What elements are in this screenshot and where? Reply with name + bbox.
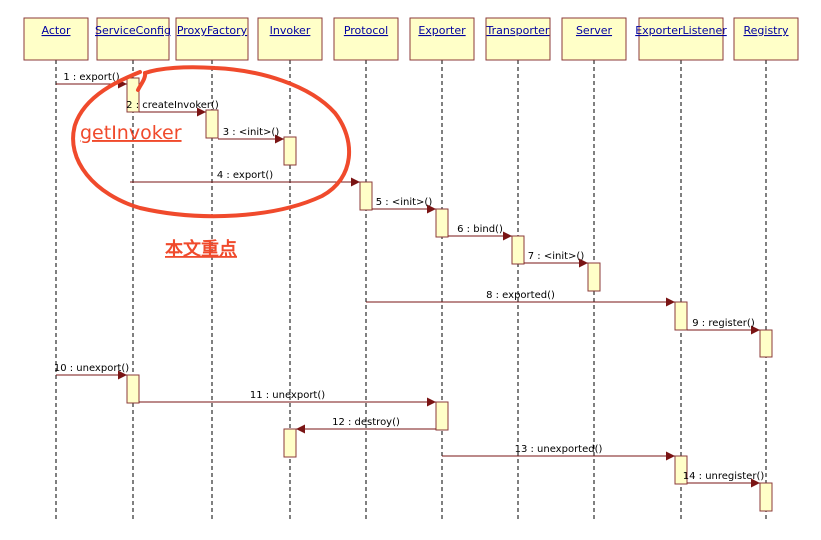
message-label: 7 : <init>() [528, 251, 585, 262]
message-13: 13 : unexported() [442, 444, 675, 461]
message-9: 9 : register() [687, 318, 760, 335]
lifeline-box [561, 17, 627, 61]
message-label: 10 : unexport() [54, 363, 129, 374]
message-10: 10 : unexport() [54, 363, 129, 380]
lifeline-box [733, 17, 799, 61]
message-label: 3 : <init>() [223, 127, 280, 138]
lifeline-box [638, 17, 724, 61]
message-label: 4 : export() [217, 170, 273, 181]
lifeline-box [175, 17, 249, 61]
lifeline-box [333, 17, 399, 61]
lifeline-actor: Actor [23, 17, 89, 520]
message-3: 3 : <init>() [218, 127, 284, 144]
message-label: 13 : unexported() [515, 444, 603, 455]
lifeline-box [96, 17, 170, 61]
activation-bar [674, 455, 688, 485]
lifeline-label: Actor [42, 24, 71, 37]
activation-bar [674, 301, 688, 331]
activation-bars [126, 77, 773, 512]
message-label: 14 : unregister() [683, 471, 765, 482]
annotations: getInvoker 本文重点 [71, 65, 352, 260]
lifeline-proxyfactory: ProxyFactory [175, 17, 249, 520]
hand-drawn-circle [71, 65, 352, 219]
hand-drawn-tail [136, 71, 148, 92]
annotation-focus-note: 本文重点 [165, 238, 237, 260]
activation-bar [435, 208, 449, 238]
message-label: 8 : exported() [486, 290, 555, 301]
lifeline-invoker: Invoker [257, 17, 323, 520]
lifeline-label: Exporter [418, 24, 466, 37]
lifeline-label: Protocol [344, 24, 388, 37]
message-7: 7 : <init>() [524, 251, 588, 268]
message-11: 11 : unexport() [139, 390, 436, 407]
message-label: 9 : register() [692, 318, 755, 329]
lifeline-label: Server [576, 24, 613, 37]
message-label: 5 : <init>() [376, 197, 433, 208]
activation-bar [126, 374, 140, 404]
activation-bar [283, 428, 297, 458]
message-label: 6 : bind() [457, 224, 503, 235]
message-2: 2 : createInvoker() [126, 100, 219, 117]
message-8: 8 : exported() [366, 290, 675, 307]
message-label: 1 : export() [63, 72, 119, 83]
message-6: 6 : bind() [448, 224, 512, 241]
activation-bar [126, 77, 140, 113]
lifelines: Actor ServiceConfig ProxyFactory Invoker Pro… [23, 17, 799, 520]
lifeline-box [257, 17, 323, 61]
activation-bar [759, 329, 773, 358]
messages: 1 : export() 2 : createInvoker() 3 : <init… [54, 72, 765, 488]
lifeline-server: Server [561, 17, 627, 520]
lifeline-serviceconfig: ServiceConfig [95, 17, 171, 520]
activation-bar [283, 136, 297, 166]
lifeline-protocol: Protocol [333, 17, 399, 520]
lifeline-exporter: Exporter [409, 17, 475, 520]
lifeline-label: Transporter [486, 24, 550, 37]
message-label: 12 : destroy() [332, 417, 400, 428]
lifeline-label: Invoker [270, 24, 311, 37]
lifeline-exporterlistener: ExporterListener [635, 17, 727, 520]
activation-bar [205, 109, 219, 139]
activation-bar [759, 482, 773, 512]
message-14: 14 : unregister() [683, 471, 765, 488]
lifeline-label: ServiceConfig [95, 24, 171, 37]
lifeline-box [409, 17, 475, 61]
activation-bar [359, 181, 373, 211]
message-12: 12 : destroy() [296, 417, 436, 434]
activation-bar [435, 401, 449, 431]
lifeline-box [485, 17, 551, 61]
activation-bar [511, 235, 525, 265]
lifeline-box [23, 17, 89, 61]
lifeline-label: ExporterListener [635, 24, 727, 37]
lifeline-transporter: Transporter [485, 17, 551, 520]
message-4: 4 : export() [130, 170, 360, 187]
message-label: 11 : unexport() [250, 390, 325, 401]
message-label: 2 : createInvoker() [126, 100, 219, 111]
annotation-getinvoker: getInvoker [80, 122, 182, 144]
message-5: 5 : <init>() [372, 197, 436, 214]
lifeline-label: Registry [743, 24, 789, 37]
lifeline-registry: Registry [733, 17, 799, 520]
lifeline-label: ProxyFactory [177, 24, 248, 37]
activation-bar [587, 262, 601, 292]
